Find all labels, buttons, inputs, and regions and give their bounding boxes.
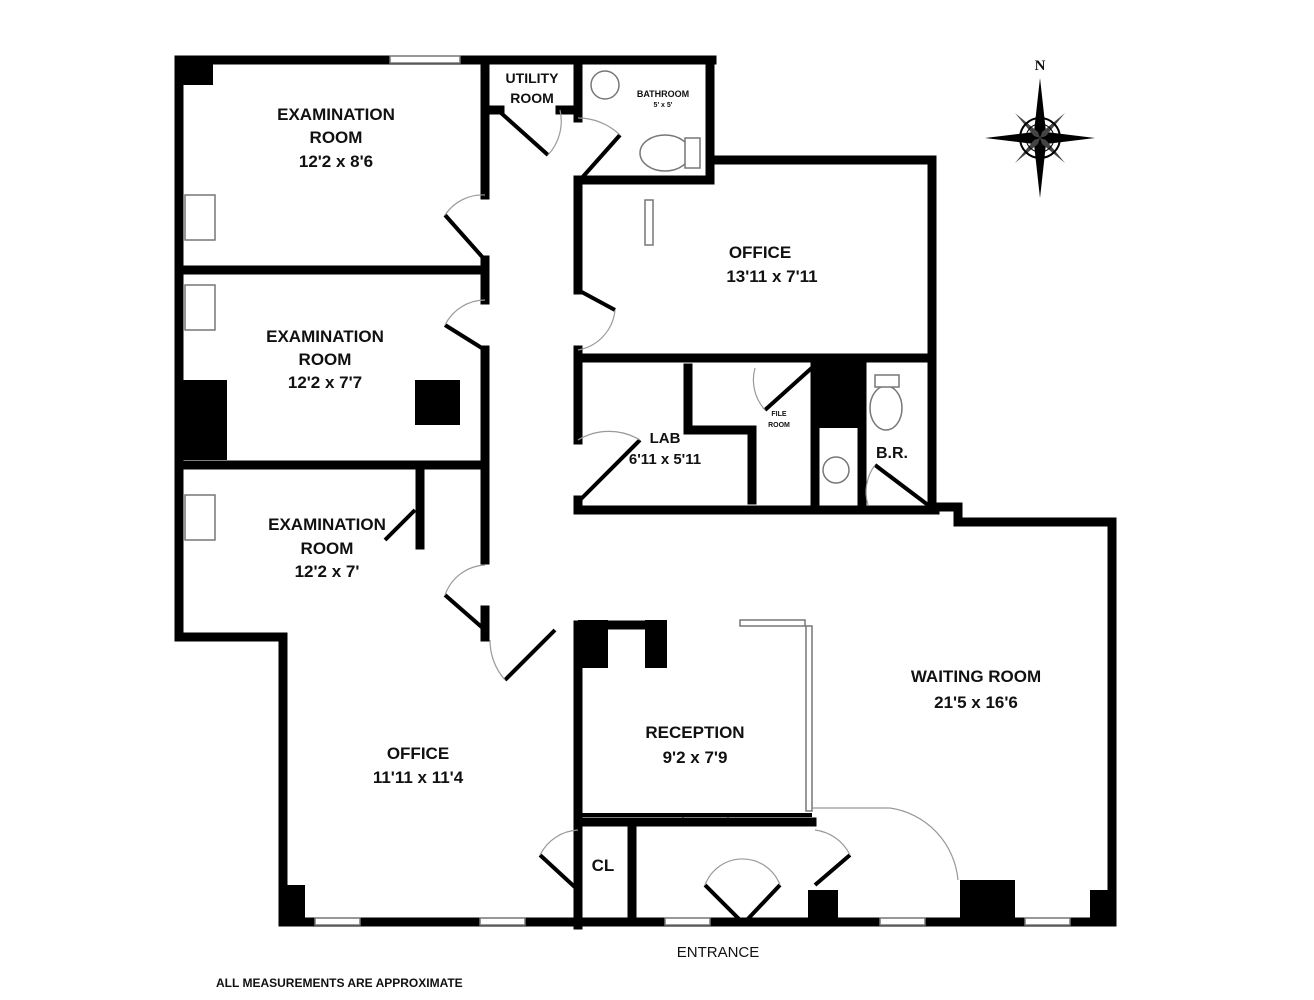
utility-name-1: UTILITY bbox=[506, 70, 560, 86]
sink-icon bbox=[184, 194, 216, 241]
reception-name: RECEPTION bbox=[645, 723, 744, 742]
office-top-name: OFFICE bbox=[729, 243, 791, 262]
exam1-name-2: ROOM bbox=[310, 128, 363, 147]
windows bbox=[314, 55, 1071, 926]
utility-name-2: ROOM bbox=[510, 90, 554, 106]
sink-icon bbox=[590, 70, 620, 100]
fixtures bbox=[184, 70, 903, 541]
office-bottom-size: 11'11 x 11'4 bbox=[373, 768, 464, 787]
footnote: ALL MEASUREMENTS ARE APPROXIMATE bbox=[216, 976, 463, 990]
file-room-name-2: ROOM bbox=[768, 422, 790, 429]
entrance-label: ENTRANCE bbox=[677, 944, 760, 961]
room-labels: N EXAMINATION ROOM 12'2 x 8'6 EXAMINATIO… bbox=[216, 58, 1046, 990]
sink-icon bbox=[822, 456, 850, 484]
waiting-name: WAITING ROOM bbox=[911, 667, 1041, 686]
doors bbox=[383, 109, 959, 924]
toilet-icon bbox=[639, 134, 691, 172]
file-room-name-1: FILE bbox=[771, 411, 786, 418]
bathroom-size: 5' x 5' bbox=[654, 102, 673, 109]
waiting-size: 21'5 x 16'6 bbox=[934, 693, 1018, 712]
office-top-size: 13'11 x 7'11 bbox=[726, 267, 817, 286]
exam1-name-1: EXAMINATION bbox=[277, 105, 395, 124]
compass-rose-icon bbox=[985, 78, 1095, 198]
outer-walls bbox=[174, 55, 1117, 927]
compass-north-label: N bbox=[1035, 58, 1046, 74]
exam3-name-1: EXAMINATION bbox=[268, 515, 386, 534]
exam2-name-1: EXAMINATION bbox=[266, 327, 384, 346]
sink-icon bbox=[184, 284, 216, 331]
br-name: B.R. bbox=[876, 445, 908, 462]
interior-walls bbox=[174, 55, 940, 930]
office-bottom-name: OFFICE bbox=[387, 744, 449, 763]
closet-name: CL bbox=[592, 856, 615, 875]
exam3-name-2: ROOM bbox=[301, 539, 354, 558]
lab-size: 6'11 x 5'11 bbox=[629, 451, 701, 468]
exam2-name-2: ROOM bbox=[299, 350, 352, 369]
lab-name: LAB bbox=[650, 430, 681, 447]
exam1-size: 12'2 x 8'6 bbox=[299, 152, 373, 171]
exam2-size: 12'2 x 7'7 bbox=[288, 373, 362, 392]
exam3-size: 12'2 x 7' bbox=[295, 562, 360, 581]
bathroom-name: BATHROOM bbox=[637, 89, 689, 99]
sink-icon bbox=[184, 494, 216, 541]
toilet-icon bbox=[869, 385, 903, 431]
reception-size: 9'2 x 7'9 bbox=[663, 748, 728, 767]
